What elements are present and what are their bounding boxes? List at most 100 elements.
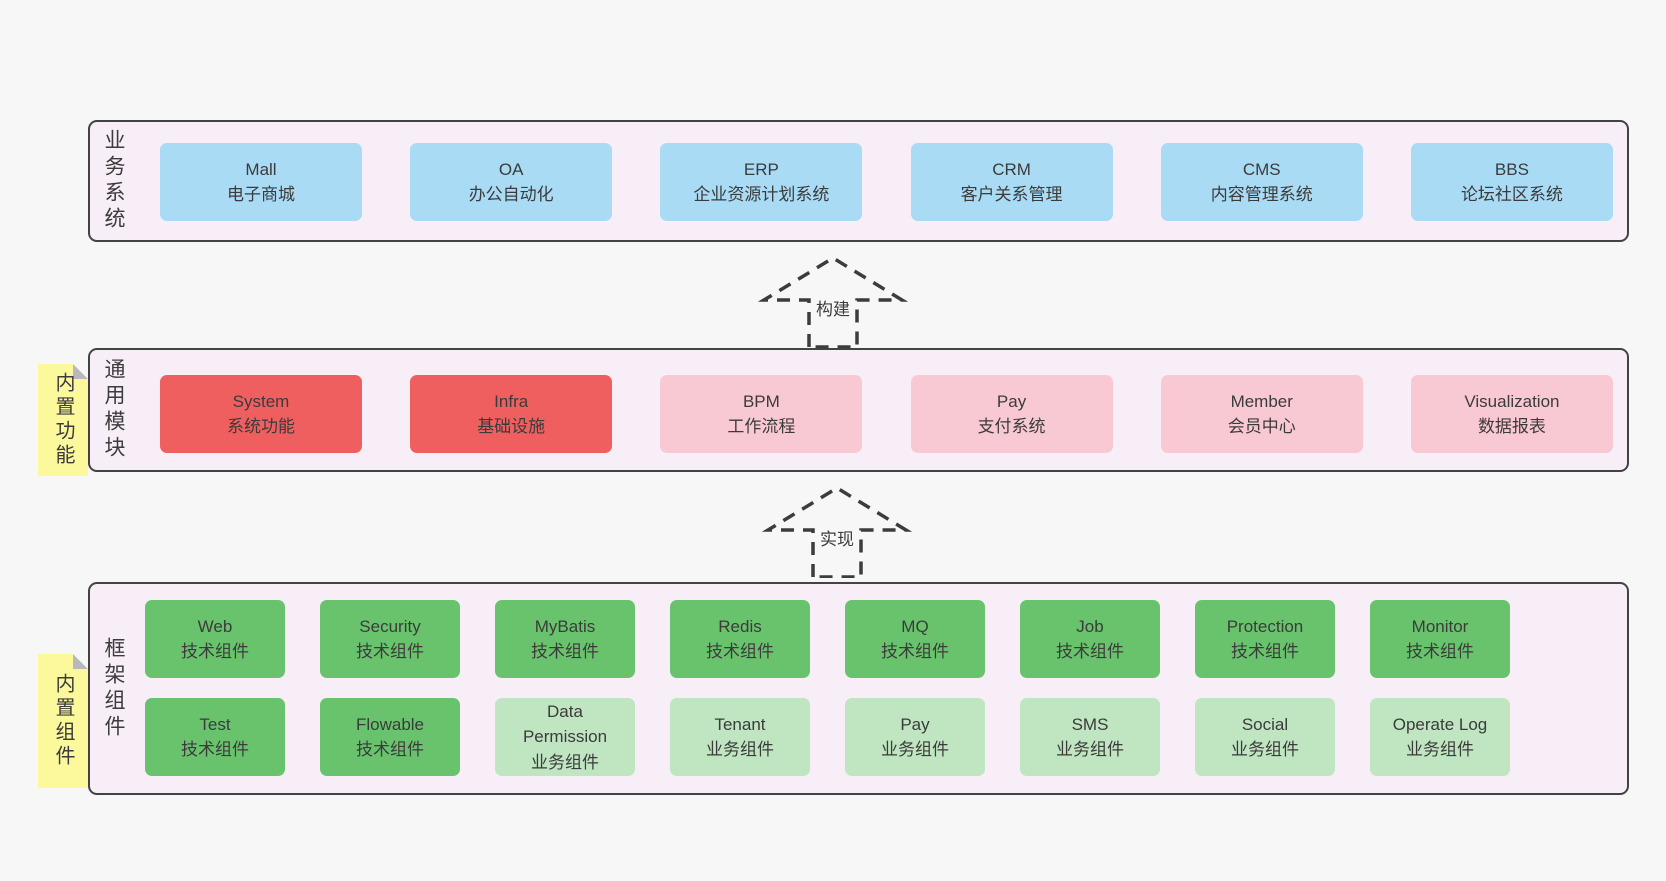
- box-subtitle: 技术组件: [181, 740, 249, 759]
- box-name: ERP: [743, 159, 779, 179]
- box-subtitle: 支付系统: [977, 417, 1046, 436]
- components-box-row-1: Web 技术组件 Security 技术组件 MyBatis 技术组件 Redi…: [145, 600, 1510, 678]
- layer-business-systems: 业务系统 Mall 电子商城 OA 办公自动化 ERP 企业资源计划系统 CRM…: [88, 120, 1629, 242]
- box-bbs: BBS 论坛社区系统: [1410, 143, 1613, 221]
- business-box-row: Mall 电子商城 OA 办公自动化 ERP 企业资源计划系统 CRM 客户关系…: [160, 143, 1613, 221]
- build-arrow-label: 构建: [812, 294, 854, 321]
- box-name: Visualization: [1464, 391, 1560, 411]
- sticky-fold-corner-icon: [73, 654, 88, 669]
- box-pay-system: Pay 支付系统: [910, 375, 1113, 453]
- box-subtitle: 基础设施: [477, 417, 546, 436]
- box-subtitle: 技术组件: [1056, 642, 1124, 661]
- box-name: BBS: [1494, 159, 1529, 179]
- box-name: Member: [1230, 391, 1293, 411]
- box-tenant: Tenant 业务组件: [670, 698, 810, 776]
- box-flowable: Flowable 技术组件: [320, 698, 460, 776]
- box-erp: ERP 企业资源计划系统: [660, 143, 863, 221]
- sticky-fold-corner-icon: [73, 364, 88, 379]
- box-subtitle: 客户关系管理: [960, 185, 1063, 204]
- box-name: OA: [498, 159, 524, 179]
- box-oa: OA 办公自动化: [410, 143, 613, 221]
- box-job: Job 技术组件: [1020, 600, 1160, 678]
- box-name: Job: [1076, 616, 1104, 636]
- box-mq: MQ 技术组件: [845, 600, 985, 678]
- box-social: Social 业务组件: [1195, 698, 1335, 776]
- dashed-up-arrow-icon: [758, 256, 908, 348]
- layer-common-modules: 通用模块 System 系统功能 Infra 基础设施 BPM 工作流程 Pay…: [88, 348, 1629, 472]
- box-system: System 系统功能: [160, 375, 362, 453]
- box-name: Data Permission: [522, 701, 608, 747]
- box-subtitle: 技术组件: [531, 642, 599, 661]
- box-name: Web: [197, 616, 233, 636]
- box-redis: Redis 技术组件: [670, 600, 810, 678]
- box-infra: Infra 基础设施: [410, 375, 613, 453]
- box-subtitle: 技术组件: [356, 740, 424, 759]
- box-subtitle: 电子商城: [227, 185, 295, 204]
- box-name: Operate Log: [1392, 714, 1488, 734]
- box-monitor: Monitor 技术组件: [1370, 600, 1510, 678]
- box-subtitle: 会员中心: [1227, 417, 1296, 436]
- box-name: Mall: [245, 159, 277, 179]
- box-subtitle: 业务组件: [1056, 740, 1124, 759]
- box-name: System: [232, 391, 290, 411]
- box-subtitle: 业务组件: [1231, 740, 1299, 759]
- box-subtitle: 内容管理系统: [1210, 185, 1313, 204]
- box-cms: CMS 内容管理系统: [1160, 143, 1363, 221]
- box-subtitle: 业务组件: [1406, 740, 1474, 759]
- box-name: Tenant: [714, 714, 766, 734]
- box-crm: CRM 客户关系管理: [910, 143, 1113, 221]
- box-name: Test: [199, 714, 231, 734]
- box-subtitle: 系统功能: [227, 417, 295, 436]
- box-mybatis: MyBatis 技术组件: [495, 600, 635, 678]
- layer-business-label: 业务系统: [102, 129, 125, 233]
- box-name: Flowable: [355, 714, 425, 734]
- box-subtitle: 技术组件: [181, 642, 249, 661]
- box-subtitle: 办公自动化: [468, 185, 554, 204]
- box-pay-component: Pay 业务组件: [845, 698, 985, 776]
- box-bpm: BPM 工作流程: [660, 375, 863, 453]
- box-name: Pay: [900, 714, 930, 734]
- builtin-components-label: 内置组件: [52, 673, 74, 769]
- box-member: Member 会员中心: [1160, 375, 1363, 453]
- builtin-features-sticky: 内置功能: [38, 364, 88, 476]
- box-name: MQ: [901, 616, 929, 636]
- box-mall: Mall 电子商城: [160, 143, 362, 221]
- box-subtitle: 业务组件: [706, 740, 774, 759]
- box-subtitle: 技术组件: [881, 642, 949, 661]
- box-name: Infra: [494, 391, 529, 411]
- build-arrow: 构建: [758, 256, 908, 348]
- box-subtitle: 业务组件: [881, 740, 949, 759]
- layer-modules-label: 通用模块: [102, 358, 125, 462]
- box-subtitle: 技术组件: [1406, 642, 1474, 661]
- box-subtitle: 工作流程: [727, 417, 796, 436]
- box-sms: SMS 业务组件: [1020, 698, 1160, 776]
- implement-arrow: 实现: [762, 486, 912, 578]
- box-operate-log: Operate Log 业务组件: [1370, 698, 1510, 776]
- box-visualization: Visualization 数据报表: [1410, 375, 1613, 453]
- box-test: Test 技术组件: [145, 698, 285, 776]
- box-subtitle: 技术组件: [356, 642, 424, 661]
- box-name: Pay: [996, 391, 1027, 411]
- builtin-components-sticky: 内置组件: [38, 654, 88, 788]
- layer-components-label: 框架组件: [102, 636, 125, 741]
- layer-framework-components: 框架组件 Web 技术组件 Security 技术组件 MyBatis 技术组件…: [88, 582, 1629, 795]
- builtin-features-label: 内置功能: [52, 372, 74, 468]
- box-subtitle: 企业资源计划系统: [693, 185, 830, 204]
- box-security: Security 技术组件: [320, 600, 460, 678]
- box-name: CRM: [992, 159, 1031, 179]
- box-name: Protection: [1226, 616, 1304, 636]
- box-name: Social: [1241, 714, 1289, 734]
- box-subtitle: 技术组件: [706, 642, 774, 661]
- modules-box-row: System 系统功能 Infra 基础设施 BPM 工作流程 Pay 支付系统…: [160, 375, 1613, 453]
- box-name: SMS: [1071, 714, 1109, 734]
- box-name: MyBatis: [534, 616, 596, 636]
- box-protection: Protection 技术组件: [1195, 600, 1335, 678]
- box-subtitle: 数据报表: [1477, 417, 1546, 436]
- box-data-permission: Data Permission 业务组件: [495, 698, 635, 776]
- box-name: Redis: [718, 616, 762, 636]
- implement-arrow-label: 实现: [816, 524, 858, 551]
- components-box-row-2: Test 技术组件 Flowable 技术组件 Data Permission …: [145, 698, 1510, 776]
- box-subtitle: 技术组件: [1231, 642, 1299, 661]
- dashed-up-arrow-icon: [762, 486, 912, 578]
